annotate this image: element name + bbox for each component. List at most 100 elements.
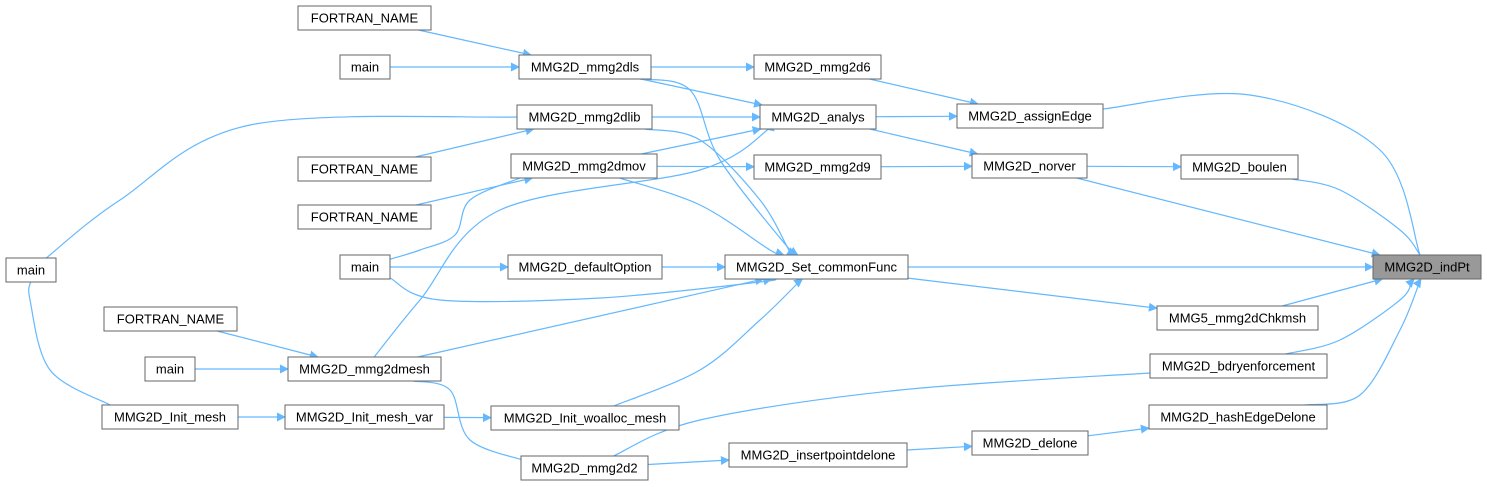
node-boulen[interactable]: MMG2D_boulen: [1180, 154, 1299, 180]
node-fortran-1[interactable]: FORTRAN_NAME: [297, 5, 432, 31]
node-mmg2dmov[interactable]: MMG2D_mmg2dmov: [510, 153, 658, 179]
node-box: [520, 455, 649, 481]
node-label: main: [156, 362, 184, 377]
node-label: FORTRAN_NAME: [311, 162, 419, 177]
node-label: MMG2D_delone: [983, 436, 1078, 451]
node-analys[interactable]: MMG2D_analys: [759, 104, 877, 130]
node-label: main: [351, 60, 379, 75]
edge-mmg2dmov-to-setCommon: [619, 177, 785, 257]
node-box: [971, 153, 1088, 179]
node-box: [518, 54, 652, 80]
node-label: MMG2D_Init_mesh_var: [296, 410, 434, 425]
node-label: MMG2D_analys: [771, 110, 865, 125]
node-box: [1156, 305, 1319, 331]
node-label: MMG2D_mmg2dlib: [529, 110, 641, 125]
node-label: MMG2D_mmg2dmesh: [299, 362, 430, 377]
edge-initWoalloc-to-setCommon: [613, 276, 805, 407]
node-initwoalloc[interactable]: MMG2D_Init_woalloc_mesh: [490, 405, 680, 431]
node-assignedge[interactable]: MMG2D_assignEdge: [956, 103, 1104, 129]
node-label: MMG2D_bdryenforcement: [1162, 359, 1316, 374]
node-indpt[interactable]: MMG2D_indPt: [1372, 254, 1482, 280]
edge-mmg2dmov-to-analys: [641, 126, 762, 155]
edge-mmg2d2-to-insertpoint: [647, 455, 730, 466]
node-box: [753, 54, 882, 80]
node-label: MMG2D_insertpointdelone: [741, 448, 896, 463]
node-box: [339, 254, 391, 280]
node-box: [5, 257, 57, 283]
edge-mmg2dls-to-analys: [640, 78, 763, 108]
node-box: [297, 204, 432, 230]
node-label: FORTRAN_NAME: [311, 210, 419, 225]
node-box: [724, 254, 909, 280]
node-label: MMG2D_hashEdgeDelone: [1160, 410, 1315, 425]
node-main-2[interactable]: main: [339, 254, 391, 280]
edge-main_left-to-initMesh: [28, 281, 120, 413]
node-box: [297, 5, 432, 31]
edge-delone-to-hashEdge: [1087, 424, 1150, 437]
node-box: [284, 404, 445, 430]
node-label: MMG2D_boulen: [1192, 160, 1287, 175]
node-label: MMG2D_indPt: [1384, 260, 1470, 275]
node-box: [510, 153, 658, 179]
node-box: [1180, 154, 1299, 180]
node-mmg2dmesh[interactable]: MMG2D_mmg2dmesh: [287, 356, 442, 382]
node-mmg2d6[interactable]: MMG2D_mmg2d6: [753, 54, 882, 80]
node-box: [516, 104, 653, 130]
node-mmg2dls[interactable]: MMG2D_mmg2dls: [518, 54, 652, 80]
node-label: MMG2D_assignEdge: [968, 109, 1092, 124]
node-label: MMG2D_mmg2d9: [764, 160, 870, 175]
edge-chkmsh-to-indPt: [1281, 276, 1384, 307]
node-label: MMG2D_mmg2d2: [531, 461, 637, 476]
node-box: [759, 104, 877, 130]
node-defaultoption[interactable]: MMG2D_defaultOption: [507, 254, 663, 280]
node-box: [287, 356, 442, 382]
node-box: [490, 405, 680, 431]
node-box: [144, 356, 196, 382]
node-box: [956, 103, 1104, 129]
node-delone[interactable]: MMG2D_delone: [971, 430, 1089, 456]
node-hashedge[interactable]: MMG2D_hashEdgeDelone: [1148, 404, 1328, 430]
edge-fortran_3-to-mmg2dmov: [415, 175, 534, 206]
edge-norver-to-indPt: [1076, 177, 1381, 258]
node-label: MMG2D_Init_woalloc_mesh: [504, 411, 667, 426]
node-mmg2d2[interactable]: MMG2D_mmg2d2: [520, 455, 649, 481]
node-fortran-4[interactable]: FORTRAN_NAME: [103, 306, 238, 332]
node-label: MMG2D_Set_commonFunc: [736, 260, 898, 275]
node-norver[interactable]: MMG2D_norver: [971, 153, 1088, 179]
node-main-left[interactable]: main: [5, 257, 57, 283]
node-setcommon[interactable]: MMG2D_Set_commonFunc: [724, 254, 909, 280]
node-label: FORTRAN_NAME: [117, 312, 225, 327]
node-mmg2d9[interactable]: MMG2D_mmg2d9: [753, 154, 882, 180]
node-box: [728, 442, 908, 468]
node-box: [101, 404, 239, 430]
node-fortran-3[interactable]: FORTRAN_NAME: [297, 204, 432, 230]
node-box: [339, 54, 391, 80]
node-label: MMG2D_mmg2dmov: [522, 159, 646, 174]
node-label: MMG2D_mmg2d6: [764, 60, 870, 75]
edge-fortran_4-to-mmg2dmesh: [216, 330, 319, 360]
edge-fortran_2-to-mmg2dlib: [415, 126, 535, 158]
node-insertpoint[interactable]: MMG2D_insertpointdelone: [728, 442, 908, 468]
node-fortran-2[interactable]: FORTRAN_NAME: [297, 156, 432, 182]
node-box: [103, 306, 238, 332]
node-initmesh[interactable]: MMG2D_Init_mesh: [101, 404, 239, 430]
edge-analys-to-norver: [869, 128, 979, 157]
node-label: main: [17, 263, 45, 278]
node-main-3[interactable]: main: [144, 356, 196, 382]
edge-insertpoint-to-delone: [906, 442, 973, 452]
node-chkmsh[interactable]: MMG5_mmg2dChkmsh: [1156, 305, 1319, 331]
node-box: [1372, 254, 1482, 280]
node-label: MMG2D_defaultOption: [519, 260, 652, 275]
node-label: main: [351, 260, 379, 275]
node-label: MMG2D_Init_mesh: [114, 410, 226, 425]
node-box: [1148, 404, 1328, 430]
edges-layer: [28, 29, 1429, 467]
node-bdry[interactable]: MMG2D_bdryenforcement: [1149, 353, 1328, 379]
edge-main_2-to-setCommon: [389, 276, 777, 303]
node-initmeshvar[interactable]: MMG2D_Init_mesh_var: [284, 404, 445, 430]
node-box: [753, 154, 882, 180]
node-mmg2dlib[interactable]: MMG2D_mmg2dlib: [516, 104, 653, 130]
node-main-1[interactable]: main: [339, 54, 391, 80]
